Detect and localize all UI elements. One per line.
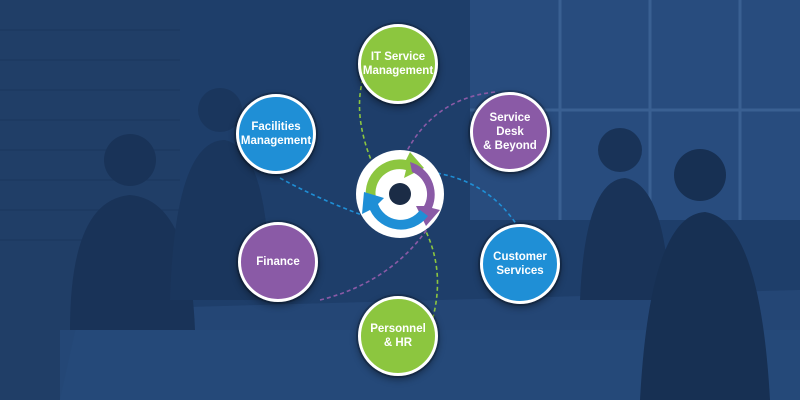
connector-facilities — [279, 177, 371, 219]
node-it-service-management: IT Service Management — [358, 24, 438, 104]
node-personnel-hr: Personnel & HR — [358, 296, 438, 376]
node-label: Service Desk & Beyond — [483, 112, 537, 152]
node-service-desk: Service Desk & Beyond — [470, 92, 550, 172]
node-label: IT Service Management — [362, 51, 434, 77]
node-finance: Finance — [238, 222, 318, 302]
connector-customer — [429, 171, 521, 231]
node-label: Personnel & HR — [370, 323, 426, 349]
node-label: Facilities Management — [240, 121, 312, 147]
node-label: Customer Services — [493, 251, 547, 277]
cycle-arrows-icon — [356, 150, 444, 238]
node-customer-services: Customer Services — [480, 224, 560, 304]
connector-service — [394, 91, 496, 181]
node-label: Finance — [256, 256, 300, 268]
node-facilities-management: Facilities Management — [236, 94, 316, 174]
